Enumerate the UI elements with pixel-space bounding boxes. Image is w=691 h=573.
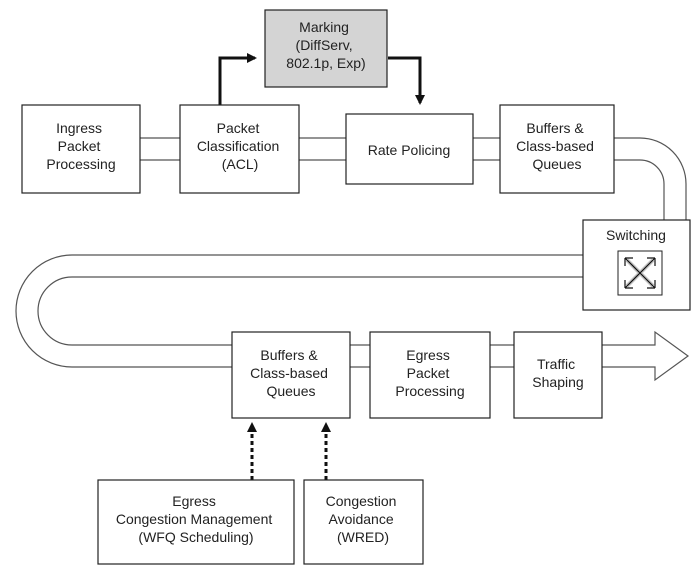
rate-policing-text: Rate Policing [368,142,451,158]
egress-processing-text: Egress Packet Processing [395,347,464,399]
pipe-loop-left [15,254,583,368]
ingress-processing-box: Ingress Packet Processing [21,104,141,194]
packet-classification-box: Packet Classification (ACL) [179,104,300,194]
buffers-queues-bottom-text: Buffers & Class-based Queues [250,347,332,399]
output-arrow [602,330,690,382]
congestion-avoidance-text: Congestion Avoidance (WRED) [326,493,401,545]
arrow-classification-to-marking [218,53,257,105]
pipe-segment [473,137,500,161]
packet-flow-pipe [15,137,690,382]
switching-text: Switching [606,227,666,243]
pipe-segment [350,344,370,368]
buffers-queues-top-text: Buffers & Class-based Queues [516,120,598,172]
pipe-bend-top [614,159,665,220]
buffers-queues-top-box: Buffers & Class-based Queues [499,104,615,194]
pipe-loop-left [37,276,583,346]
marking-box: Marking (DiffServ, 802.1p, Exp) [264,9,388,88]
pipe-segment [140,137,180,161]
switch-cross-arrows-icon [617,250,663,296]
marking-box-text: Marking (DiffServ, 802.1p, Exp) [286,19,365,71]
buffers-queues-bottom-box: Buffers & Class-based Queues [231,331,351,419]
egress-processing-box: Egress Packet Processing [369,331,491,419]
arrow-marking-to-policing [388,56,425,105]
congestion-management-box: Egress Congestion Management (WFQ Schedu… [97,479,295,565]
rate-policing-box: Rate Policing [345,113,474,185]
congestion-avoidance-box: Congestion Avoidance (WRED) [303,479,424,565]
pipe-bend-top [614,137,687,220]
traffic-shaping-box: Traffic Shaping [513,331,603,419]
pipe-segment [299,137,346,161]
ingress-processing-text: Ingress Packet Processing [46,120,115,172]
packet-classification-text: Packet Classification (ACL) [197,120,283,172]
pipe-segment [490,344,514,368]
switching-box: Switching [582,219,691,311]
congestion-management-text: Egress Congestion Management (WFQ Schedu… [116,493,276,545]
traffic-shaping-text: Traffic Shaping [532,356,583,390]
